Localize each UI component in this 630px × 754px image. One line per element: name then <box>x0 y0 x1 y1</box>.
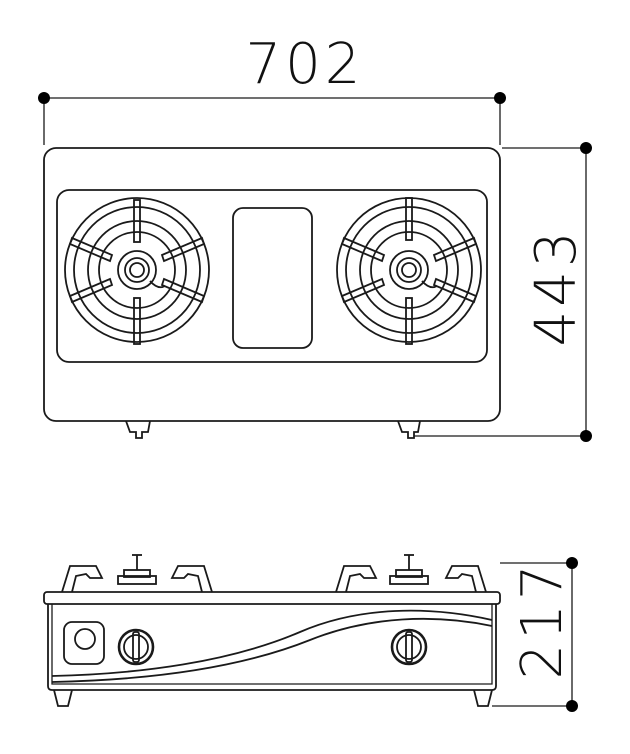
right-control-knob <box>390 628 428 666</box>
left-grate-arms <box>68 199 206 345</box>
depth-dimension: 443 <box>414 142 592 442</box>
front-body-inner <box>51 604 493 685</box>
left-burner <box>64 197 210 345</box>
depth-endpoint-top <box>580 142 592 154</box>
height-endpoint-bottom <box>566 700 578 712</box>
top-body-outline <box>43 147 501 422</box>
right-burner <box>336 197 482 345</box>
height-endpoint-top <box>566 557 578 569</box>
width-endpoint-right <box>494 92 506 104</box>
front-top-plate <box>43 591 501 605</box>
width-label: 702 <box>246 32 365 97</box>
width-endpoint-left <box>38 92 50 104</box>
top-panel-recess <box>56 189 488 363</box>
height-dimension: 217 <box>492 557 578 712</box>
top-view <box>43 147 501 439</box>
depth-endpoint-bottom <box>580 430 592 442</box>
front-right-grate <box>335 554 487 593</box>
igniter-button <box>63 621 105 665</box>
front-foot-right <box>473 689 493 707</box>
front-wave-line-2 <box>51 617 493 683</box>
width-dimension: 702 <box>38 32 506 145</box>
depth-label: 443 <box>524 228 589 347</box>
right-grate-arms <box>340 197 478 345</box>
center-panel <box>232 207 313 349</box>
height-label: 217 <box>510 561 575 680</box>
front-left-grate <box>61 554 213 593</box>
front-foot-left <box>53 689 73 707</box>
front-view <box>43 554 501 707</box>
front-wave-line <box>51 609 493 677</box>
left-control-knob <box>117 628 155 666</box>
front-body-outline <box>47 604 497 691</box>
knob-stems <box>125 420 421 439</box>
